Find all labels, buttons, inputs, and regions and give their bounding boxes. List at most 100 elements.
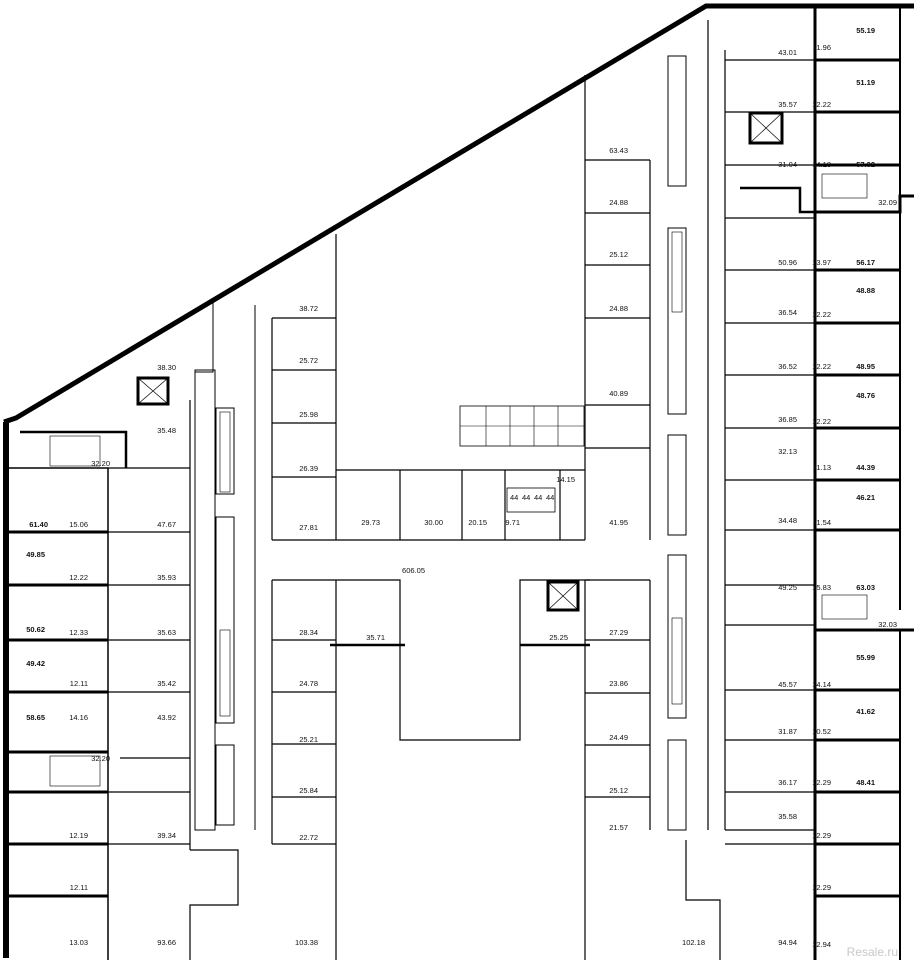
area-label: 46.21 bbox=[856, 493, 875, 502]
area-label: 25.98 bbox=[299, 410, 318, 419]
stair bbox=[219, 411, 231, 493]
area-label: 12.22 bbox=[812, 310, 831, 319]
area-label: 93.66 bbox=[157, 938, 176, 947]
area-label: 21.57 bbox=[609, 823, 628, 832]
walls bbox=[3, 3, 914, 960]
area-label: 41.95 bbox=[609, 518, 628, 527]
area-label: 15.06 bbox=[69, 520, 88, 529]
area-label: 27.29 bbox=[609, 628, 628, 637]
area-label: 9.71 bbox=[505, 518, 520, 527]
elevator-marker: 44 bbox=[534, 493, 542, 502]
area-label: 15.83 bbox=[812, 583, 831, 592]
elevator-marker: 44 bbox=[510, 493, 518, 502]
area-label: 34.48 bbox=[778, 516, 797, 525]
area-label: 57.32 bbox=[856, 160, 875, 169]
area-label: 63.03 bbox=[856, 583, 875, 592]
area-label: 12.29 bbox=[812, 831, 831, 840]
area-label: 103.38 bbox=[295, 938, 318, 947]
area-label: 94.94 bbox=[778, 938, 797, 947]
area-label: 25.21 bbox=[299, 735, 318, 744]
area-label: 12.29 bbox=[812, 883, 831, 892]
area-label: 35.63 bbox=[157, 628, 176, 637]
area-label: 22.72 bbox=[299, 833, 318, 842]
elevator-marker: 44 bbox=[522, 493, 530, 502]
area-label: 24.88 bbox=[609, 198, 628, 207]
elevator-shaft bbox=[748, 111, 784, 145]
area-label: 13.97 bbox=[812, 258, 831, 267]
stair bbox=[821, 594, 868, 620]
area-label: 29.73 bbox=[361, 518, 380, 527]
area-label: 27.81 bbox=[299, 523, 318, 532]
exterior-wall bbox=[3, 3, 914, 425]
area-label: 32.20 bbox=[91, 754, 110, 763]
area-label: 12.33 bbox=[69, 628, 88, 637]
area-label: 63.43 bbox=[609, 146, 628, 155]
area-label: 55.19 bbox=[856, 26, 875, 35]
elevator-marker: 44 bbox=[546, 493, 554, 502]
elevator-shaft bbox=[136, 376, 170, 406]
area-label: 30.00 bbox=[424, 518, 443, 527]
area-label: 36.54 bbox=[778, 308, 797, 317]
area-label: 24.49 bbox=[609, 733, 628, 742]
area-label: 35.57 bbox=[778, 100, 797, 109]
area-label: 44.39 bbox=[856, 463, 875, 472]
area-label: 50.96 bbox=[778, 258, 797, 267]
area-label: 32.09 bbox=[878, 198, 897, 207]
area-label: 14.15 bbox=[556, 475, 575, 484]
stairs bbox=[49, 173, 868, 787]
area-label: 43.92 bbox=[157, 713, 176, 722]
area-label: 14.18 bbox=[812, 160, 831, 169]
stair bbox=[49, 435, 101, 467]
area-label: 38.72 bbox=[299, 304, 318, 313]
area-label: 35.58 bbox=[778, 812, 797, 821]
area-label: 48.76 bbox=[856, 391, 875, 400]
area-label: 11.54 bbox=[813, 518, 831, 527]
right-step-wall bbox=[813, 610, 914, 632]
area-label: 49.25 bbox=[778, 583, 797, 592]
area-label: 23.86 bbox=[609, 679, 628, 688]
area-label: 40.89 bbox=[609, 389, 628, 398]
area-label: 32.03 bbox=[878, 620, 897, 629]
area-label: 11.13 bbox=[813, 463, 831, 472]
area-label: 49.85 bbox=[26, 550, 45, 559]
area-label: 36.52 bbox=[778, 362, 797, 371]
area-label: 26.39 bbox=[299, 464, 318, 473]
stair bbox=[219, 629, 231, 717]
area-label: 48.88 bbox=[856, 286, 875, 295]
right-wall-top bbox=[740, 186, 815, 214]
area-label: 35.71 bbox=[366, 633, 385, 642]
area-label: 10.52 bbox=[812, 727, 831, 736]
area-label: 25.72 bbox=[299, 356, 318, 365]
area-label: 32.20 bbox=[91, 459, 110, 468]
area-label: 24.78 bbox=[299, 679, 318, 688]
area-label: 14.14 bbox=[812, 680, 831, 689]
area-label: 35.93 bbox=[157, 573, 176, 582]
area-label: 11.96 bbox=[813, 43, 831, 52]
area-label: 25.25 bbox=[549, 633, 568, 642]
area-label: 25.12 bbox=[609, 250, 628, 259]
area-label: 35.48 bbox=[157, 426, 176, 435]
stair bbox=[821, 173, 868, 199]
stair bbox=[671, 617, 683, 705]
elevators bbox=[136, 111, 784, 612]
area-label: 12.22 bbox=[69, 573, 88, 582]
area-label: 38.30 bbox=[157, 363, 176, 372]
area-label: 49.42 bbox=[26, 659, 45, 668]
area-label: 12.22 bbox=[812, 417, 831, 426]
area-label: 606.05 bbox=[402, 566, 425, 575]
stair bbox=[49, 755, 101, 787]
area-label: 25.84 bbox=[299, 786, 318, 795]
area-label: 12.29 bbox=[812, 778, 831, 787]
area-label: 12.22 bbox=[812, 100, 831, 109]
area-label: 48.41 bbox=[856, 778, 875, 787]
area-label: 51.19 bbox=[856, 78, 875, 87]
area-label: 61.40 bbox=[29, 520, 48, 529]
area-label: 14.16 bbox=[69, 713, 88, 722]
area-label: 12.19 bbox=[69, 831, 88, 840]
area-label: 36.17 bbox=[778, 778, 797, 787]
area-label: 50.62 bbox=[26, 625, 45, 634]
area-label: 31.04 bbox=[778, 160, 797, 169]
area-label: 12.22 bbox=[812, 362, 831, 371]
area-label: 43.01 bbox=[778, 48, 797, 57]
